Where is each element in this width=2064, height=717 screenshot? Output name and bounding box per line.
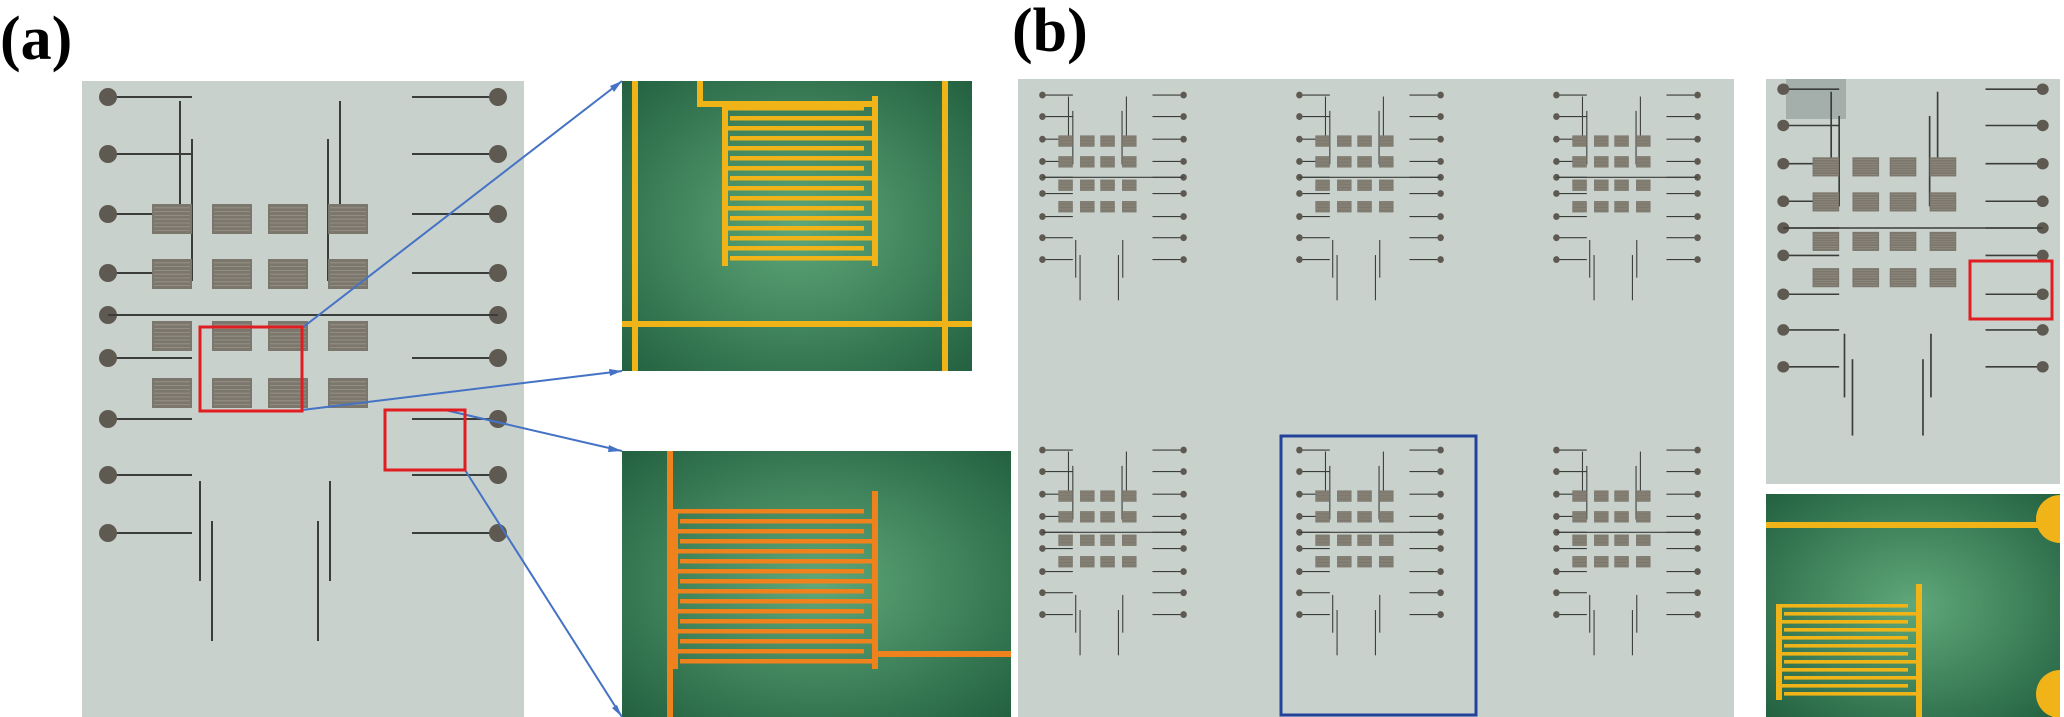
panel-b-array-photo: [1018, 79, 1734, 717]
panel-a-label: (a): [0, 5, 73, 73]
panel-b-label: (b): [1012, 0, 1088, 65]
panel-b-chip-photo: [1766, 79, 2060, 484]
panel-a-zoom-top-micrograph: [622, 81, 972, 371]
panel-a-zoom-bottom-micrograph: [622, 451, 1011, 717]
panel-a-overview-photo: [82, 81, 524, 717]
panel-b-zoom-micrograph: [1766, 494, 2060, 717]
